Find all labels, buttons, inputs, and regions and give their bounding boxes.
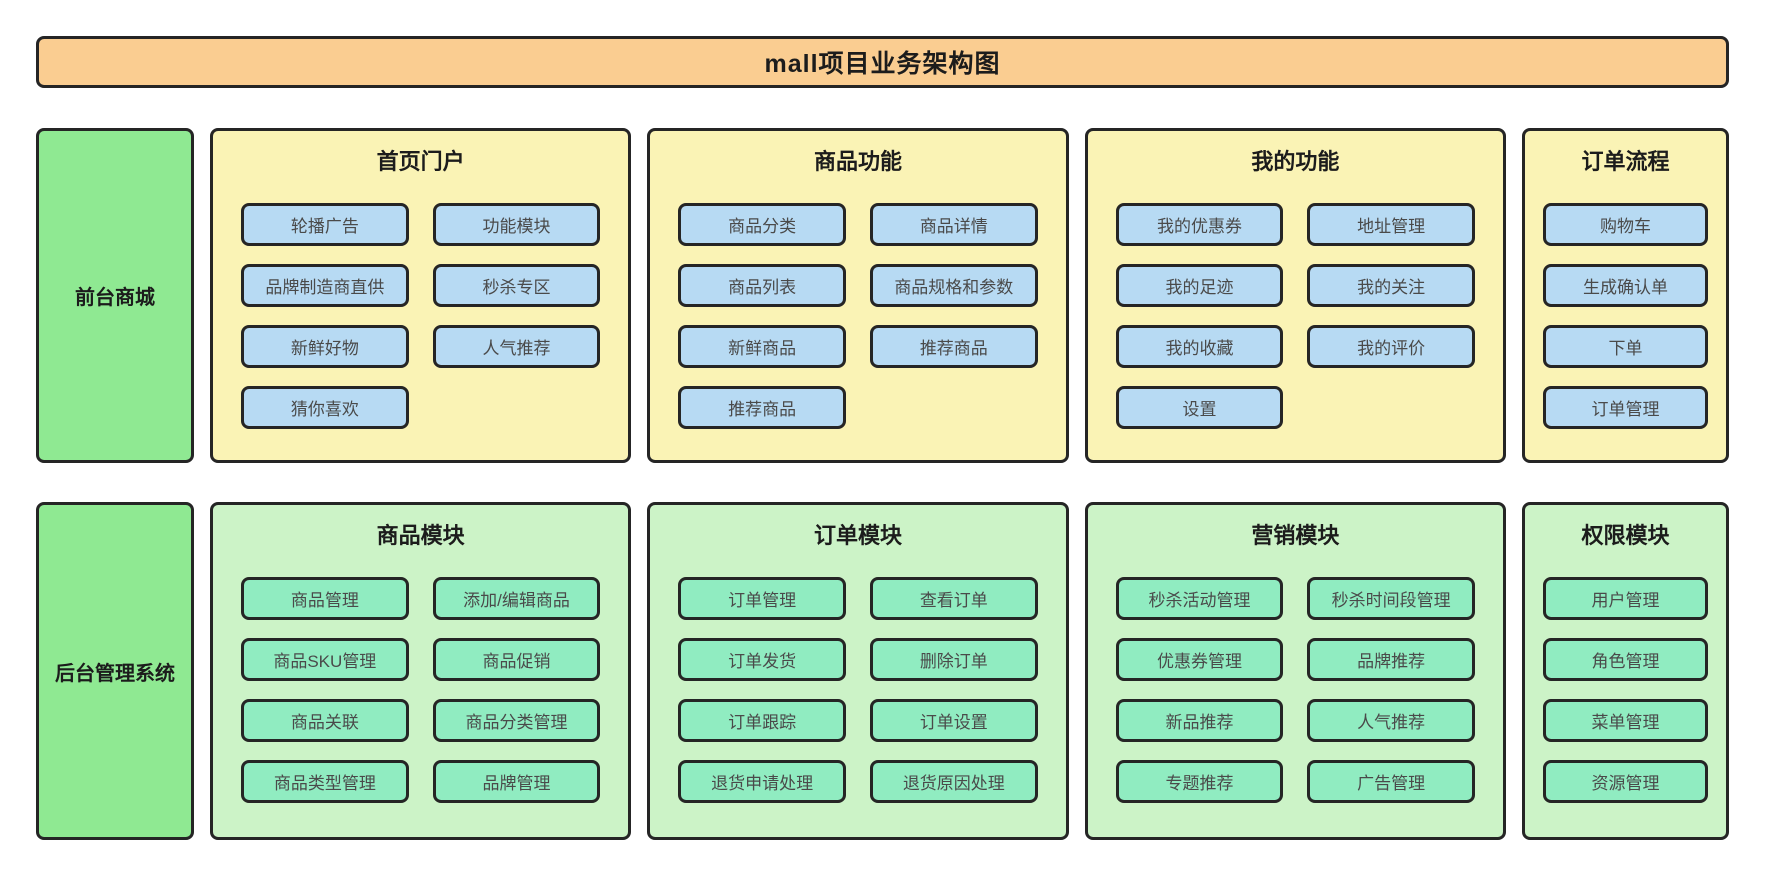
section-title: 我的功能 (1251, 149, 1340, 174)
diagram-node: 人气推荐 (1307, 699, 1475, 742)
diagram-title: mall项目业务架构图 (36, 36, 1729, 88)
section-permission-module: 权限模块 用户管理 角色管理 菜单管理 资源管理 (1521, 502, 1729, 840)
section-product-features: 商品功能 商品分类 商品详情 商品列表 商品规格和参数 新鲜商品 推荐商品 推荐… (647, 128, 1069, 463)
diagram-node: 下单 (1542, 325, 1708, 368)
section-home-portal: 首页门户 轮播广告 功能模块 品牌制造商直供 秒杀专区 新鲜好物 人气推荐 猜你… (210, 128, 632, 463)
diagram-node: 推荐商品 (678, 386, 846, 429)
diagram-node: 秒杀专区 (432, 264, 601, 307)
diagram-node: 订单管理 (1542, 386, 1708, 429)
section-title: 商品模块 (376, 523, 465, 548)
diagram-node: 我的收藏 (1115, 325, 1284, 368)
row-label-front-mall: 前台商城 (36, 128, 194, 463)
diagram-node: 资源管理 (1542, 760, 1708, 803)
section-order-module: 订单模块 订单管理 查看订单 订单发货 删除订单 订单跟踪 订单设置 退货申请处… (647, 502, 1069, 840)
diagram-node: 秒杀时间段管理 (1307, 577, 1475, 620)
diagram-node: 轮播广告 (241, 203, 409, 246)
diagram-node: 我的关注 (1307, 264, 1475, 307)
node-grid: 商品分类 商品详情 商品列表 商品规格和参数 新鲜商品 推荐商品 推荐商品 (678, 203, 1038, 429)
diagram-node: 新鲜商品 (678, 325, 846, 368)
diagram-node: 品牌管理 (432, 760, 601, 803)
node-grid: 秒杀活动管理 秒杀时间段管理 优惠券管理 品牌推荐 新品推荐 人气推荐 专题推荐… (1115, 577, 1475, 803)
diagram-node: 商品类型管理 (241, 760, 409, 803)
section-title: 权限模块 (1581, 523, 1670, 548)
diagram-node: 我的评价 (1307, 325, 1475, 368)
admin-system-row: 后台管理系统 商品模块 商品管理 添加/编辑商品 商品SKU管理 商品促销 商品… (36, 502, 1729, 840)
diagram-node: 我的足迹 (1115, 264, 1284, 307)
diagram-node: 功能模块 (432, 203, 601, 246)
node-grid: 商品管理 添加/编辑商品 商品SKU管理 商品促销 商品关联 商品分类管理 商品… (241, 577, 601, 803)
diagram-node: 生成确认单 (1542, 264, 1708, 307)
diagram-node: 商品分类管理 (432, 699, 601, 742)
diagram-node: 订单设置 (869, 699, 1038, 742)
diagram-node: 品牌制造商直供 (241, 264, 409, 307)
diagram-node: 商品管理 (241, 577, 409, 620)
diagram-node: 人气推荐 (432, 325, 601, 368)
diagram-node: 新鲜好物 (241, 325, 409, 368)
diagram-node: 专题推荐 (1115, 760, 1284, 803)
diagram-node: 优惠券管理 (1115, 638, 1284, 681)
diagram-node: 广告管理 (1307, 760, 1475, 803)
diagram-node: 地址管理 (1307, 203, 1475, 246)
diagram-node: 退货原因处理 (869, 760, 1038, 803)
node-grid: 我的优惠券 地址管理 我的足迹 我的关注 我的收藏 我的评价 设置 (1115, 203, 1475, 429)
row-label-admin-system: 后台管理系统 (36, 502, 194, 840)
section-title: 营销模块 (1251, 523, 1340, 548)
node-grid: 订单管理 查看订单 订单发货 删除订单 订单跟踪 订单设置 退货申请处理 退货原… (678, 577, 1038, 803)
diagram-node: 订单跟踪 (678, 699, 846, 742)
diagram-node: 商品详情 (869, 203, 1038, 246)
diagram-node: 我的优惠券 (1115, 203, 1284, 246)
diagram-node: 品牌推荐 (1307, 638, 1475, 681)
section-order-flow: 订单流程 购物车 生成确认单 下单 订单管理 (1521, 128, 1729, 463)
diagram-node: 秒杀活动管理 (1115, 577, 1284, 620)
node-grid: 购物车 生成确认单 下单 订单管理 (1542, 203, 1708, 429)
diagram-node: 添加/编辑商品 (432, 577, 601, 620)
section-title: 订单流程 (1581, 149, 1670, 174)
diagram-node: 猜你喜欢 (241, 386, 409, 429)
diagram-node: 商品列表 (678, 264, 846, 307)
front-mall-row: 前台商城 首页门户 轮播广告 功能模块 品牌制造商直供 秒杀专区 新鲜好物 人气… (36, 128, 1729, 463)
diagram-node: 菜单管理 (1542, 699, 1708, 742)
diagram-node: 用户管理 (1542, 577, 1708, 620)
diagram-node: 设置 (1115, 386, 1284, 429)
node-grid: 轮播广告 功能模块 品牌制造商直供 秒杀专区 新鲜好物 人气推荐 猜你喜欢 (241, 203, 601, 429)
diagram-node: 商品规格和参数 (869, 264, 1038, 307)
diagram-node: 商品SKU管理 (241, 638, 409, 681)
diagram-node: 角色管理 (1542, 638, 1708, 681)
section-title: 订单模块 (813, 523, 902, 548)
diagram-node: 商品促销 (432, 638, 601, 681)
node-grid: 用户管理 角色管理 菜单管理 资源管理 (1542, 577, 1708, 803)
section-my-features: 我的功能 我的优惠券 地址管理 我的足迹 我的关注 我的收藏 我的评价 设置 (1084, 128, 1506, 463)
section-title: 首页门户 (376, 149, 465, 174)
diagram-node: 删除订单 (869, 638, 1038, 681)
section-product-module: 商品模块 商品管理 添加/编辑商品 商品SKU管理 商品促销 商品关联 商品分类… (210, 502, 632, 840)
diagram-node: 新品推荐 (1115, 699, 1284, 742)
diagram-node: 订单发货 (678, 638, 846, 681)
diagram-node: 订单管理 (678, 577, 846, 620)
diagram-node: 购物车 (1542, 203, 1708, 246)
section-marketing-module: 营销模块 秒杀活动管理 秒杀时间段管理 优惠券管理 品牌推荐 新品推荐 人气推荐… (1084, 502, 1506, 840)
section-title: 商品功能 (813, 149, 902, 174)
diagram-node: 商品分类 (678, 203, 846, 246)
diagram-node: 商品关联 (241, 699, 409, 742)
diagram-node: 查看订单 (869, 577, 1038, 620)
diagram-node: 退货申请处理 (678, 760, 846, 803)
diagram-node: 推荐商品 (869, 325, 1038, 368)
